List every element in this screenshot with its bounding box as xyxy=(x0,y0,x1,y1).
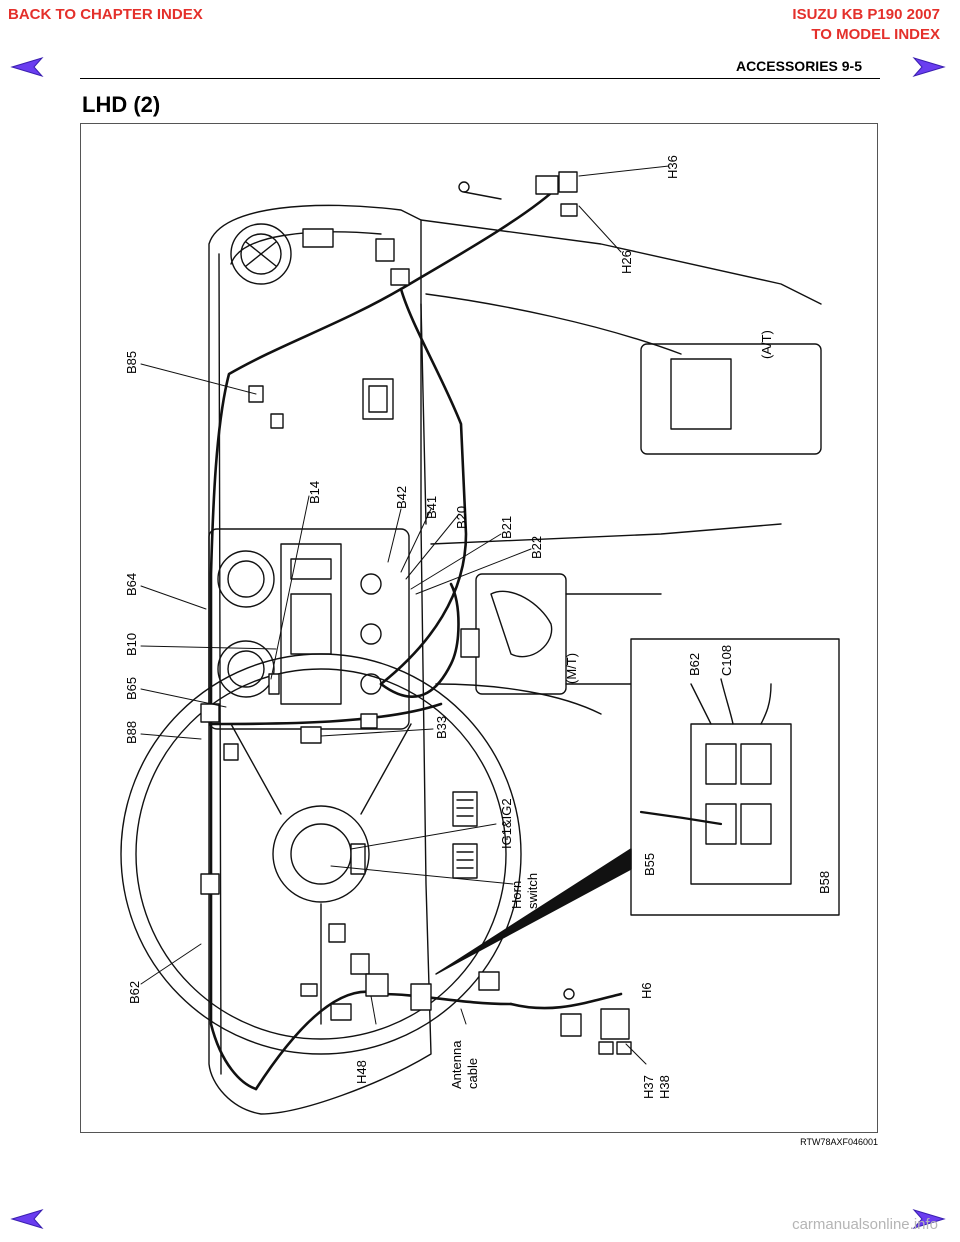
label-antenna: Antenna xyxy=(449,1040,464,1089)
label-horn: Horn xyxy=(509,881,524,909)
label-b64: B64 xyxy=(124,573,139,596)
label-b14: B14 xyxy=(307,481,322,504)
label-h36: H36 xyxy=(665,155,680,179)
label-b20: B20 xyxy=(454,506,469,529)
glove-box xyxy=(362,378,394,420)
wiring-harness xyxy=(209,182,623,1091)
label-b58: B58 xyxy=(817,871,832,894)
label-b85: B85 xyxy=(124,351,139,374)
previous-page-arrow-icon[interactable] xyxy=(10,1208,44,1230)
label-h26: H26 xyxy=(619,250,634,274)
ground-terminal xyxy=(458,181,502,200)
label-cable: cable xyxy=(465,1058,480,1089)
pedals xyxy=(452,791,478,879)
previous-page-arrow-icon[interactable] xyxy=(10,56,44,78)
center-stack xyxy=(208,528,410,730)
back-to-chapter-index-link[interactable]: BACK TO CHAPTER INDEX xyxy=(8,6,203,23)
label-h37: H37 xyxy=(641,1075,656,1099)
label-b10: B10 xyxy=(124,633,139,656)
harness-illustration: H36 H26 (A/T) B85 B14 B42 B41 B20 B21 B2… xyxy=(120,155,840,1115)
label-b65: B65 xyxy=(124,677,139,700)
section-header: ACCESSORIES 9-5 xyxy=(735,58,862,74)
label-b55: B55 xyxy=(642,853,657,876)
label-ig1ig2: IG1&IG2 xyxy=(499,798,514,849)
figure-code: RTW78AXF046001 xyxy=(800,1137,878,1147)
label-h38: H38 xyxy=(657,1075,672,1099)
label-at: (A/T) xyxy=(759,330,774,359)
label-inset-b62: B62 xyxy=(687,653,702,676)
label-b42: B42 xyxy=(394,486,409,509)
label-switch: switch xyxy=(525,873,540,909)
label-b62: B62 xyxy=(127,981,142,1004)
label-mt: (M/T) xyxy=(564,653,579,684)
label-c108: C108 xyxy=(719,645,734,676)
page-title: LHD (2) xyxy=(82,92,161,117)
label-b41: B41 xyxy=(424,496,439,519)
label-b22: B22 xyxy=(529,536,544,559)
label-b88: B88 xyxy=(124,721,139,744)
label-b21: B21 xyxy=(499,516,514,539)
label-h48: H48 xyxy=(354,1060,369,1084)
watermark: carmanualsonline.info xyxy=(792,1216,938,1233)
next-page-arrow-icon[interactable] xyxy=(912,1208,946,1230)
label-h6: H6 xyxy=(639,982,654,999)
side-vent xyxy=(230,223,292,285)
header-divider xyxy=(80,78,880,79)
next-page-arrow-icon[interactable] xyxy=(912,56,946,78)
steering-wheel xyxy=(120,653,522,1055)
model-title-link[interactable]: ISUZU KB P190 2007 xyxy=(792,6,940,23)
inset-detail-box xyxy=(435,638,840,975)
wiring-diagram-figure: H36 H26 (A/T) B85 B14 B42 B41 B20 B21 B2… xyxy=(80,123,878,1133)
harness-connectors xyxy=(200,171,632,1055)
label-b33: B33 xyxy=(434,716,449,739)
callout-leaders xyxy=(140,165,670,1065)
to-model-index-link[interactable]: TO MODEL INDEX xyxy=(811,26,940,43)
